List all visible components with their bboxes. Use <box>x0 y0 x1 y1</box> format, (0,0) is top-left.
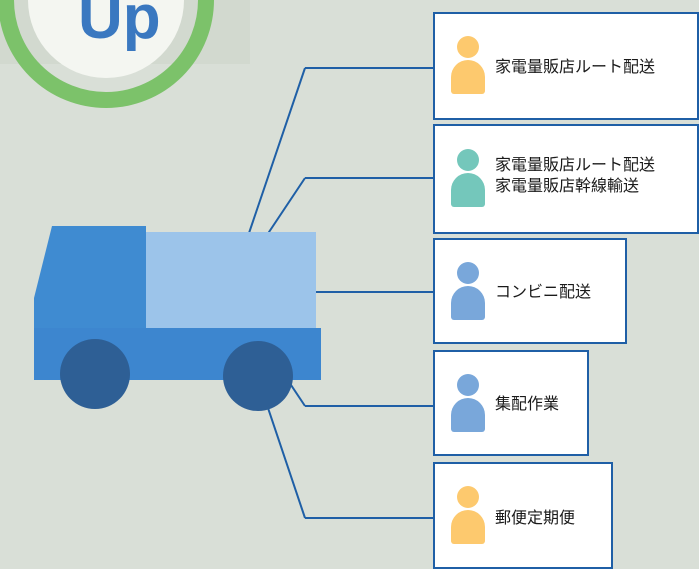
person-body <box>451 398 485 432</box>
logo-letters: Up <box>78 0 161 52</box>
truck-cargo <box>146 232 316 328</box>
logo-inner <box>28 0 184 78</box>
truck-cab <box>34 226 146 328</box>
person-body <box>451 286 485 320</box>
logo-ring <box>0 0 214 108</box>
person-head <box>457 149 479 171</box>
person-icon <box>451 486 485 544</box>
logo-icon: Up <box>0 0 250 108</box>
service-label: コンビニ配送 <box>495 282 621 303</box>
person-head <box>457 486 479 508</box>
person-icon <box>451 374 485 432</box>
truck-wheel-front <box>60 339 130 409</box>
person-icon <box>451 149 485 207</box>
person-body <box>451 510 485 544</box>
service-label-line: コンビニ配送 <box>495 284 592 301</box>
person-body <box>451 173 485 207</box>
truck-icon <box>34 226 321 411</box>
truck-wheel-rear <box>223 341 293 411</box>
person-icon <box>451 36 485 94</box>
service-card-3: コンビニ配送 <box>433 238 627 344</box>
service-card-5: 郵便定期便 <box>433 462 613 569</box>
service-label-line: 集配作業 <box>495 396 560 413</box>
service-card-2: 家電量販店ルート配送 家電量販店幹線輸送 <box>433 124 699 234</box>
service-card-1: 家電量販店ルート配送 <box>433 12 699 120</box>
service-label-line: 家電量販店ルート配送 <box>495 59 656 76</box>
service-label: 郵便定期便 <box>495 508 607 529</box>
service-label-line: 家電量販店幹線輸送 <box>495 178 640 195</box>
service-label-line: 郵便定期便 <box>495 510 576 527</box>
service-label: 集配作業 <box>495 394 583 415</box>
person-body <box>451 60 485 94</box>
service-card-4: 集配作業 <box>433 350 589 456</box>
service-label-line: 家電量販店ルート配送 <box>495 157 656 174</box>
person-head <box>457 36 479 58</box>
person-head <box>457 374 479 396</box>
person-icon <box>451 262 485 320</box>
service-label: 家電量販店ルート配送 家電量販店幹線輸送 <box>495 155 693 197</box>
service-label: 家電量販店ルート配送 <box>495 57 693 78</box>
person-head <box>457 262 479 284</box>
